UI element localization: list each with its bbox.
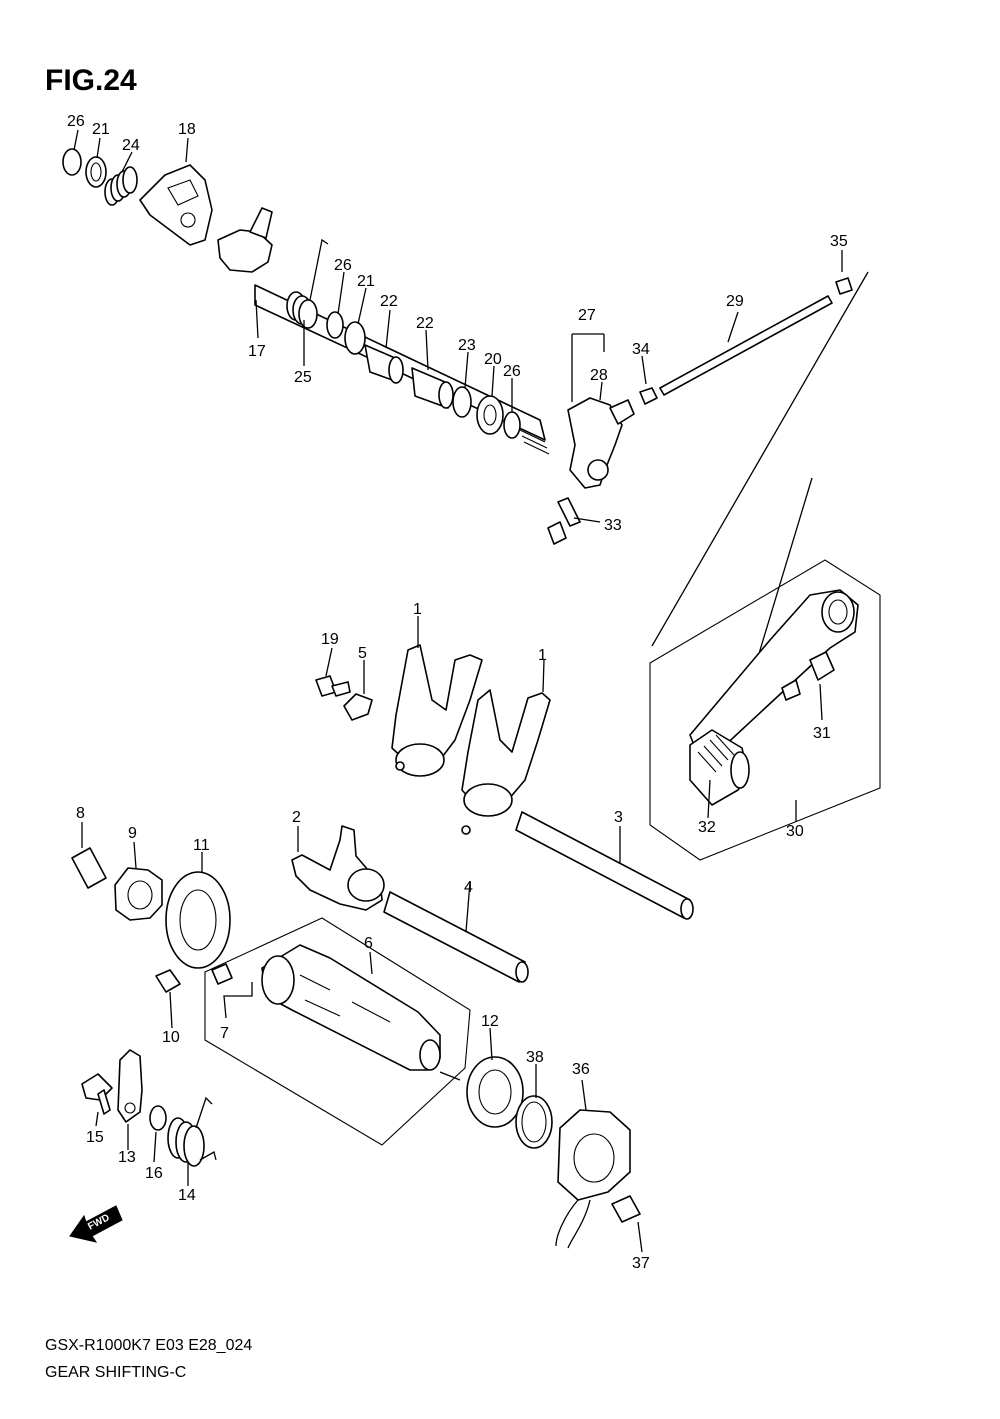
- diagram-caption: GEAR SHIFTING-C: [45, 1364, 186, 1381]
- callout-22: 22: [380, 293, 398, 310]
- part-26-circlip-b: [326, 311, 344, 339]
- part-15-bolt: [81, 1073, 113, 1115]
- callout-22: 22: [416, 315, 434, 332]
- pedal-assembly-box: [649, 559, 881, 861]
- part-35-nut: [835, 277, 853, 295]
- callout-25: 25: [294, 369, 312, 386]
- part-24-spring: [104, 166, 138, 206]
- part-34-nut: [639, 387, 658, 405]
- part-18-plate: [139, 164, 213, 246]
- part-26-circlip-c: [503, 411, 521, 439]
- callout-30: 30: [786, 823, 804, 840]
- part-21-washer-b: [344, 321, 366, 355]
- part-4-fork-shaft: [383, 891, 526, 983]
- part-6-gearshift-cam: [261, 944, 441, 1071]
- part-32-footpeg-rubber: [689, 729, 750, 806]
- part-13-stopper-arm: [117, 1049, 143, 1123]
- callout-2: 2: [292, 809, 301, 826]
- callout-24: 24: [122, 137, 140, 154]
- part-7-pin: [211, 963, 233, 985]
- part-37-bolt: [611, 1195, 641, 1223]
- part-14-spring: [167, 1096, 217, 1167]
- callout-38: 38: [526, 1049, 544, 1066]
- callout-32: 32: [698, 819, 716, 836]
- part-29-shift-rod: [659, 295, 833, 396]
- callout-12: 12: [481, 1013, 499, 1030]
- callout-31: 31: [813, 725, 831, 742]
- callout-21: 21: [92, 121, 110, 138]
- callout-21: 21: [357, 273, 375, 290]
- callout-26: 26: [67, 113, 85, 130]
- callout-28: 28: [590, 367, 608, 384]
- callout-27: 27: [578, 307, 596, 324]
- callout-8: 8: [76, 805, 85, 822]
- part-21-washer: [85, 156, 107, 188]
- callout-34: 34: [632, 341, 650, 358]
- callout-35: 35: [830, 233, 848, 250]
- part-19-bolt: [315, 675, 351, 697]
- part-36-gear-position-switch: [555, 1109, 631, 1249]
- callout-17: 17: [248, 343, 266, 360]
- callout-14: 14: [178, 1187, 196, 1204]
- part-11-bearing: [165, 871, 231, 969]
- leader-lines: [73, 129, 843, 1253]
- part-3-fork-shaft: [515, 811, 691, 919]
- callout-labels: 26 21 24 18 26 21 22 22 17 25 23 20 26 2…: [67, 113, 848, 1272]
- callout-4: 4: [464, 879, 473, 896]
- model-code: GSX-R1000K7 E03 E28_024: [45, 1337, 252, 1354]
- callout-26: 26: [503, 363, 521, 380]
- callout-19: 19: [321, 631, 339, 648]
- callout-26: 26: [334, 257, 352, 274]
- part-9-cam-driven-gear: [114, 867, 163, 921]
- callout-3: 3: [614, 809, 623, 826]
- part-1-shift-fork-a: [391, 644, 483, 777]
- part-23-oil-seal: [452, 386, 472, 418]
- callout-1: 1: [538, 647, 547, 664]
- callout-10: 10: [162, 1029, 180, 1046]
- part-31-bolt: [809, 651, 835, 681]
- callout-36: 36: [572, 1061, 590, 1078]
- part-10-bolt: [155, 969, 181, 993]
- part-8-pin: [71, 847, 107, 889]
- part-38-o-ring: [515, 1095, 553, 1149]
- part-28-joint: [609, 399, 635, 425]
- link-line: [651, 271, 869, 647]
- gearshift-shaft-assembly: [62, 148, 853, 545]
- callout-15: 15: [86, 1129, 104, 1146]
- callout-13: 13: [118, 1149, 136, 1166]
- part-2-shift-fork-c: [291, 825, 385, 911]
- callout-16: 16: [145, 1165, 163, 1182]
- callout-33: 33: [604, 517, 622, 534]
- forward-direction-arrow: FWD: [69, 1205, 123, 1243]
- part-1-shift-fork-b: [461, 689, 551, 835]
- callout-5: 5: [358, 645, 367, 662]
- callout-37: 37: [632, 1255, 650, 1272]
- part-30-gearshift-lever: [689, 589, 859, 761]
- part-20-washer: [476, 395, 504, 435]
- callout-9: 9: [128, 825, 137, 842]
- callout-23: 23: [458, 337, 476, 354]
- callout-1: 1: [413, 601, 422, 618]
- shift-drum-box: [204, 917, 471, 1146]
- callout-7: 7: [220, 1025, 229, 1042]
- part-5-stopper: [343, 693, 373, 721]
- callout-11: 11: [193, 837, 210, 854]
- part-12-bearing: [466, 1056, 524, 1128]
- figure-title: FIG.24: [45, 64, 137, 97]
- callout-20: 20: [484, 351, 502, 368]
- part-16-washer: [149, 1105, 167, 1131]
- callout-18: 18: [178, 121, 196, 138]
- callout-29: 29: [726, 293, 744, 310]
- callout-6: 6: [364, 935, 373, 952]
- part-26-circlip: [62, 148, 82, 176]
- part-17-shift-arm: [217, 229, 273, 273]
- part-25-return-spring: [286, 238, 329, 329]
- part-33-bolt: [547, 497, 581, 545]
